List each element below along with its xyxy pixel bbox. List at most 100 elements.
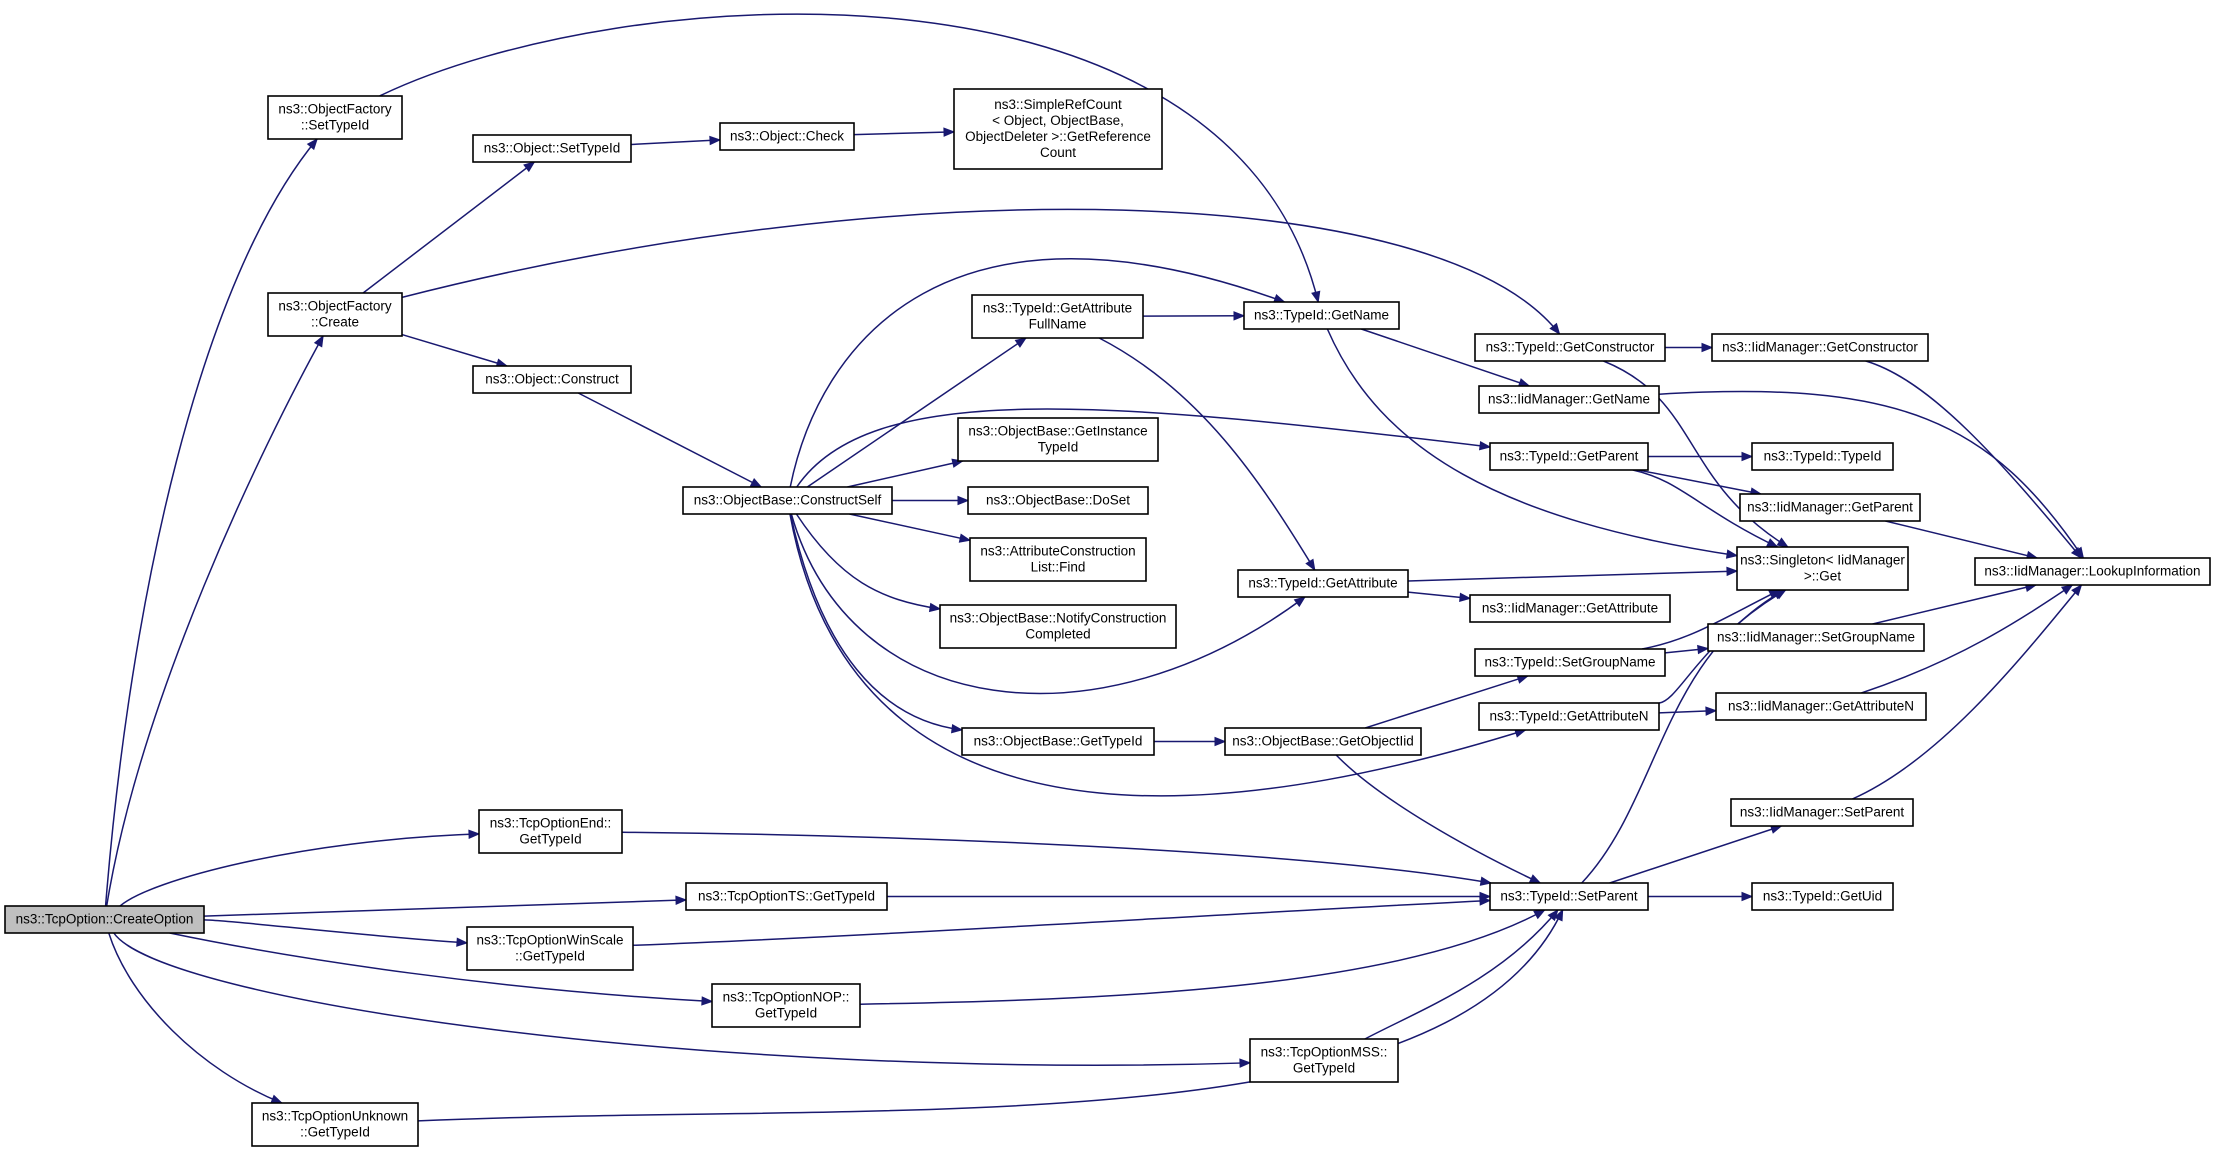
node-iid-getparent[interactable]: ns3::IidManager::GetParent xyxy=(1739,493,1921,522)
node-label: Count xyxy=(1040,145,1076,160)
node-label: ns3::TypeId::GetAttribute xyxy=(1248,576,1397,591)
node-tcpmss[interactable]: ns3::TcpOptionMSS::GetTypeId xyxy=(1249,1038,1399,1083)
nodes-layer: ns3::TcpOption::CreateOption ns3::ObjectF… xyxy=(4,88,2211,1147)
node-iid-setgroupname[interactable]: ns3::IidManager::SetGroupName xyxy=(1707,623,1925,652)
edge-obj_construct-to-ob_constructself xyxy=(577,392,763,488)
arrowhead-icon xyxy=(1549,322,1561,336)
node-singleton-get[interactable]: ns3::Singleton< IidManager>::Get xyxy=(1736,546,1909,591)
edge-line xyxy=(1407,570,1738,582)
node-tid-typeid[interactable]: ns3::TypeId::TypeId xyxy=(1751,442,1894,471)
arrowhead-icon xyxy=(313,334,324,348)
edge-iid_getconstructor-to-iid_lookup xyxy=(1865,360,2083,560)
node-obj-construct[interactable]: ns3::Object::Construct xyxy=(472,365,632,394)
node-box xyxy=(682,486,893,515)
node-tcpwin[interactable]: ns3::TcpOptionWinScale::GetTypeId xyxy=(466,926,634,971)
edge-tid_getname-to-iid_getname xyxy=(1361,328,1531,388)
edge-line xyxy=(1865,360,2082,559)
node-iid-lookup[interactable]: ns3::IidManager::LookupInformation xyxy=(1974,557,2211,586)
edge-line xyxy=(119,833,480,907)
node-obj-settypeid[interactable]: ns3::Object::SetTypeId xyxy=(472,134,632,163)
node-label: ns3::Object::SetTypeId xyxy=(484,141,621,156)
edge-line xyxy=(1361,328,1530,387)
edge-iid_getattributen-to-iid_lookup xyxy=(1861,584,2074,694)
arrowhead-icon xyxy=(1725,549,1739,559)
node-tid-setgroupname[interactable]: ns3::TypeId::SetGroupName xyxy=(1474,648,1666,677)
node-box xyxy=(1474,648,1666,677)
node-label: ::SetTypeId xyxy=(301,118,369,133)
node-box xyxy=(1243,301,1400,330)
arrowhead-icon xyxy=(943,127,956,137)
node-tid-getparent[interactable]: ns3::TypeId::GetParent xyxy=(1489,442,1649,471)
node-tid-getuid[interactable]: ns3::TypeId::GetUid xyxy=(1751,882,1894,911)
node-ob-notify[interactable]: ns3::ObjectBase::NotifyConstructionCompl… xyxy=(939,604,1177,649)
edge-ob_constructself-to-acl_find xyxy=(849,513,972,543)
arrowhead-icon xyxy=(523,161,536,173)
edge-tcpts-to-tid_setparent xyxy=(887,891,1492,902)
node-label: ns3::TypeId::SetParent xyxy=(1500,889,1638,904)
node-label: ns3::TypeId::GetConstructor xyxy=(1486,340,1655,355)
node-label: ns3::TcpOptionEnd:: xyxy=(490,816,612,831)
node-label: ns3::ObjectBase::GetInstance xyxy=(968,424,1147,439)
node-label: ns3::TcpOptionMSS:: xyxy=(1261,1045,1388,1060)
node-ob-constructself[interactable]: ns3::ObjectBase::ConstructSelf xyxy=(682,486,893,515)
node-box xyxy=(957,417,1159,462)
arrowhead-icon xyxy=(1533,909,1546,920)
node-label: Completed xyxy=(1025,627,1090,642)
node-tid-getattributen[interactable]: ns3::TypeId::GetAttributeN xyxy=(1478,702,1660,731)
edge-tid_getattrfullname-to-tid_getname xyxy=(1142,311,1246,321)
edge-line xyxy=(104,138,318,907)
node-iid-getconstructor[interactable]: ns3::IidManager::GetConstructor xyxy=(1711,333,1929,362)
node-iid-getattribute[interactable]: ns3::IidManager::GetAttribute xyxy=(1469,594,1671,623)
edge-create_option-to-tcpmss xyxy=(113,932,1252,1068)
node-tcpnop[interactable]: ns3::TcpOptionNOP::GetTypeId xyxy=(711,983,861,1028)
node-box xyxy=(1469,594,1671,623)
node-label: ::Create xyxy=(311,315,359,330)
node-label: GetTypeId xyxy=(1293,1061,1355,1076)
arrowhead-icon xyxy=(1311,290,1321,304)
node-label: ns3::TcpOptionUnknown xyxy=(262,1109,408,1124)
node-srefcount[interactable]: ns3::SimpleRefCount< Object, ObjectBase,… xyxy=(953,88,1163,170)
node-tid-setparent[interactable]: ns3::TypeId::SetParent xyxy=(1489,882,1649,911)
node-ob-getobjectiid[interactable]: ns3::ObjectBase::GetObjectIid xyxy=(1224,727,1422,756)
node-label: ns3::ObjectBase::GetObjectIid xyxy=(1232,734,1414,749)
node-tid-getname[interactable]: ns3::TypeId::GetName xyxy=(1243,301,1400,330)
node-ob-doset[interactable]: ns3::ObjectBase::DoSet xyxy=(967,486,1149,515)
node-tcpunk[interactable]: ns3::TcpOptionUnknown::GetTypeId xyxy=(251,1102,419,1147)
node-label: ns3::TypeId::SetGroupName xyxy=(1484,655,1655,670)
node-tid-getattribute[interactable]: ns3::TypeId::GetAttribute xyxy=(1237,569,1409,598)
node-of-settypeid[interactable]: ns3::ObjectFactory::SetTypeId xyxy=(267,95,403,140)
node-tcpts[interactable]: ns3::TcpOptionTS::GetTypeId xyxy=(685,882,888,911)
arrowhead-icon xyxy=(2071,583,2083,597)
edge-line xyxy=(1364,909,1559,1040)
arrowhead-icon xyxy=(957,495,970,506)
node-ob-gettypeid[interactable]: ns3::ObjectBase::GetTypeId xyxy=(961,727,1155,756)
edge-ob_constructself-to-tid_getattrfullname xyxy=(806,337,1028,488)
edge-line xyxy=(379,13,1319,303)
node-box xyxy=(472,134,632,163)
node-create-option[interactable]: ns3::TcpOption::CreateOption xyxy=(4,905,205,934)
node-obj-check[interactable]: ns3::Object::Check xyxy=(719,122,855,151)
node-tcpend[interactable]: ns3::TcpOptionEnd::GetTypeId xyxy=(478,809,623,854)
node-iid-setparent[interactable]: ns3::IidManager::SetParent xyxy=(1730,798,1914,827)
arrowhead-icon xyxy=(1479,441,1492,451)
arrowhead-icon xyxy=(675,895,688,905)
node-iid-getattributen[interactable]: ns3::IidManager::GetAttributeN xyxy=(1715,692,1927,721)
edge-line xyxy=(1364,675,1529,729)
node-box xyxy=(1730,798,1914,827)
node-box xyxy=(969,537,1147,582)
edge-tid_setparent-to-iid_setparent xyxy=(1609,824,1783,884)
edge-tcpend-to-tid_setparent xyxy=(621,831,1493,886)
edge-tid_getparent-to-iid_getparent xyxy=(1637,469,1763,497)
node-tid-getconstructor[interactable]: ns3::TypeId::GetConstructor xyxy=(1474,333,1666,362)
node-iid-getname[interactable]: ns3::IidManager::GetName xyxy=(1478,385,1660,414)
node-label: ns3::ObjectBase::NotifyConstruction xyxy=(950,611,1167,626)
edge-ob_constructself-to-ob_doset xyxy=(892,495,970,506)
node-box xyxy=(466,926,634,971)
arrowhead-icon xyxy=(1233,311,1246,321)
node-of-create[interactable]: ns3::ObjectFactory::Create xyxy=(267,292,403,337)
node-box xyxy=(1237,569,1409,598)
